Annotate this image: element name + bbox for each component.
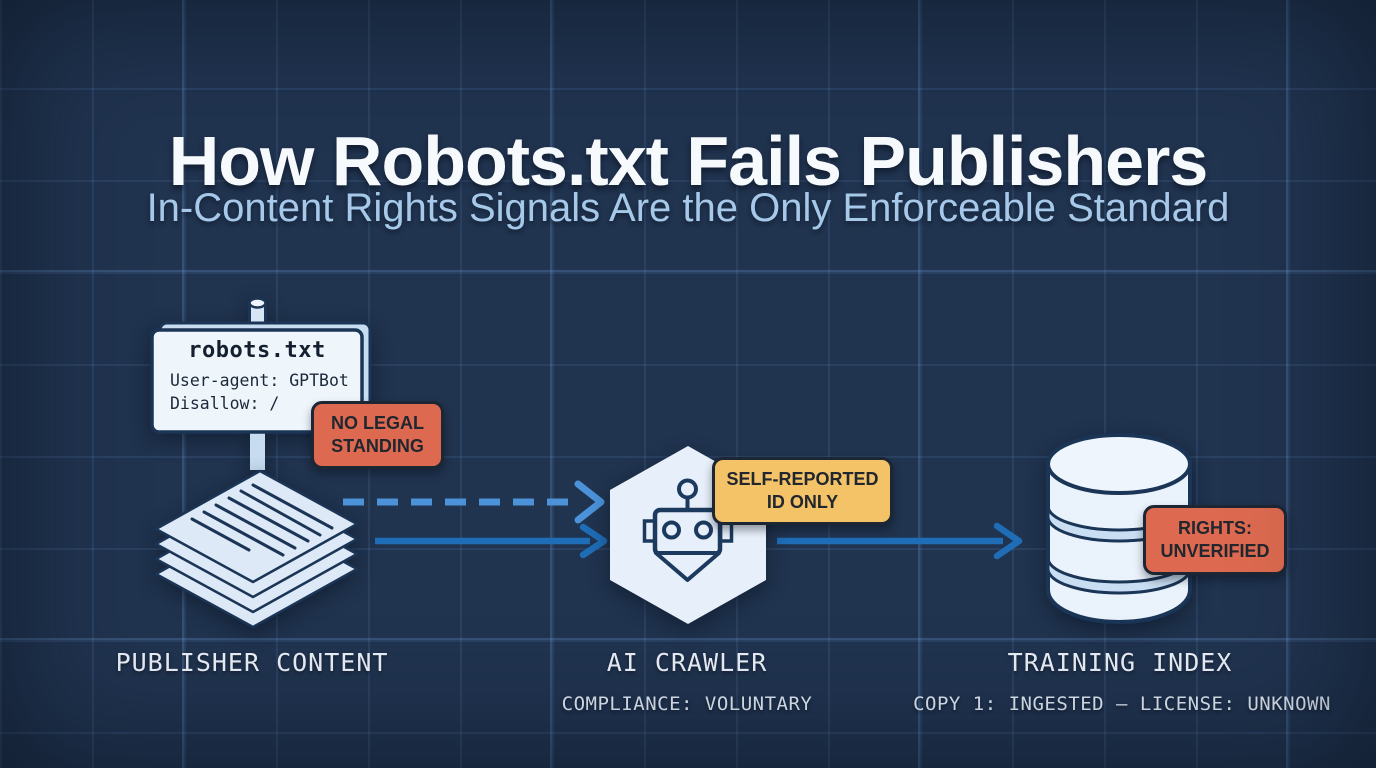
database-cylinder-icon [1046, 433, 1192, 624]
solid-arrow-publisher-to-crawler [375, 523, 608, 559]
robot-icon [642, 478, 734, 582]
self-reported-id-badge: SELF-REPORTED ID ONLY [712, 457, 893, 525]
badge-line: UNVERIFIED [1160, 541, 1270, 561]
badge-line: ID ONLY [766, 492, 839, 512]
publisher-content-label: PUBLISHER CONTENT [115, 648, 389, 677]
sign-rule-disallow: Disallow: / [170, 394, 280, 413]
sign-pole-cap [248, 297, 267, 309]
sign-rule-user-agent: User-agent: GPTBot [170, 371, 349, 390]
sign-filename: robots.txt [188, 338, 326, 363]
dashed-arrow [343, 480, 605, 524]
badge-line: STANDING [331, 436, 424, 456]
training-index-status: COPY 1: INGESTED — LICENSE: UNKNOWN [913, 693, 1331, 715]
paper-text-lines [190, 483, 334, 557]
ai-crawler-label: AI CRAWLER [606, 648, 768, 677]
robots-txt-signpost-icon [150, 297, 372, 470]
page-subtitle: In-Content Rights Signals Are the Only E… [146, 186, 1230, 230]
no-legal-standing-badge: NO LEGAL STANDING [311, 401, 444, 469]
rights-unverified-badge: RIGHTS: UNVERIFIED [1143, 505, 1287, 575]
training-index-label: TRAINING INDEX [1007, 648, 1233, 677]
badge-line: SELF-REPORTED [726, 468, 879, 489]
badge-line: NO LEGAL [331, 412, 424, 433]
solid-arrow-crawler-to-index [777, 522, 1023, 560]
page-title: How Robots.txt Fails Publishers [168, 121, 1209, 200]
robot-in-hexagon-icon [610, 446, 766, 624]
sign-board [150, 328, 364, 434]
ai-crawler-status: COMPLIANCE: VOLUNTARY [561, 693, 813, 715]
paper-stack-icon [154, 469, 359, 629]
sign-pole-bottom [250, 428, 265, 470]
badge-line: RIGHTS: [1178, 517, 1252, 538]
